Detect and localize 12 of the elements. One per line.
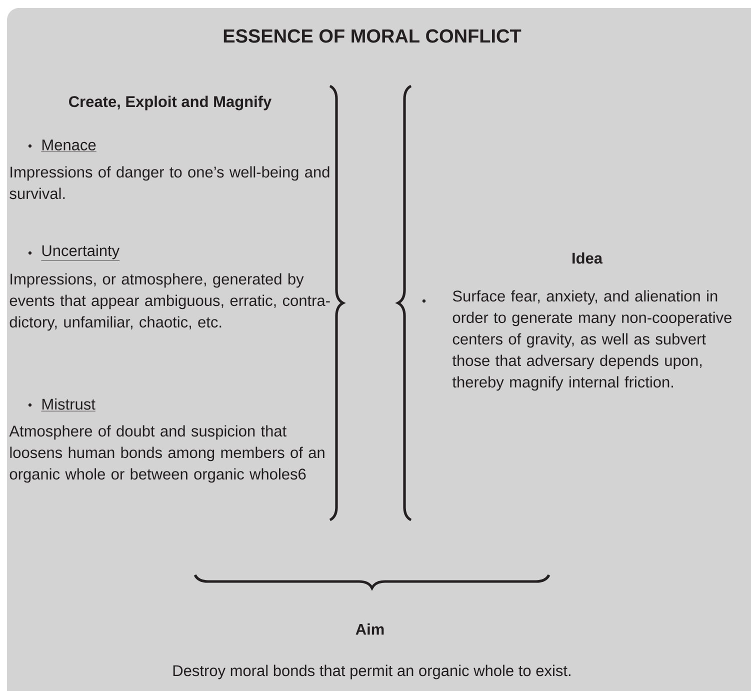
list-item: Surface fear, anxiety, and alienation in order to generate many non-cooperative centers of gravity, as well as subvert those that adversary depends upon, thereby magnify internal friction. (452, 290, 732, 391)
description-text: Atmosphere of doubt and suspicion that loosens human bonds among members of an organic whole or between organic wholes6 (9, 425, 324, 483)
description-text: Impressions of danger to one’s well-being and survival. (10, 166, 330, 200)
list-item: Menace (41, 140, 97, 152)
diagram-title: ESSENCE OF MORAL CONFLICT (224, 29, 522, 43)
description-text: Impressions, or atmosphere, generated by events that appear ambiguous, erratic, contra- dictory, unfamiliar, chaotic, etc. (10, 273, 330, 331)
list-item: Uncertainty (41, 244, 120, 261)
section-heading: Idea (572, 252, 603, 264)
section-heading: Create, Exploit and Magnify (69, 96, 272, 110)
section-heading: Aim (356, 623, 384, 635)
description-text: Destroy moral bonds that permit an organic whole to exist. (173, 664, 570, 680)
list-item: Mistrust (41, 398, 96, 412)
